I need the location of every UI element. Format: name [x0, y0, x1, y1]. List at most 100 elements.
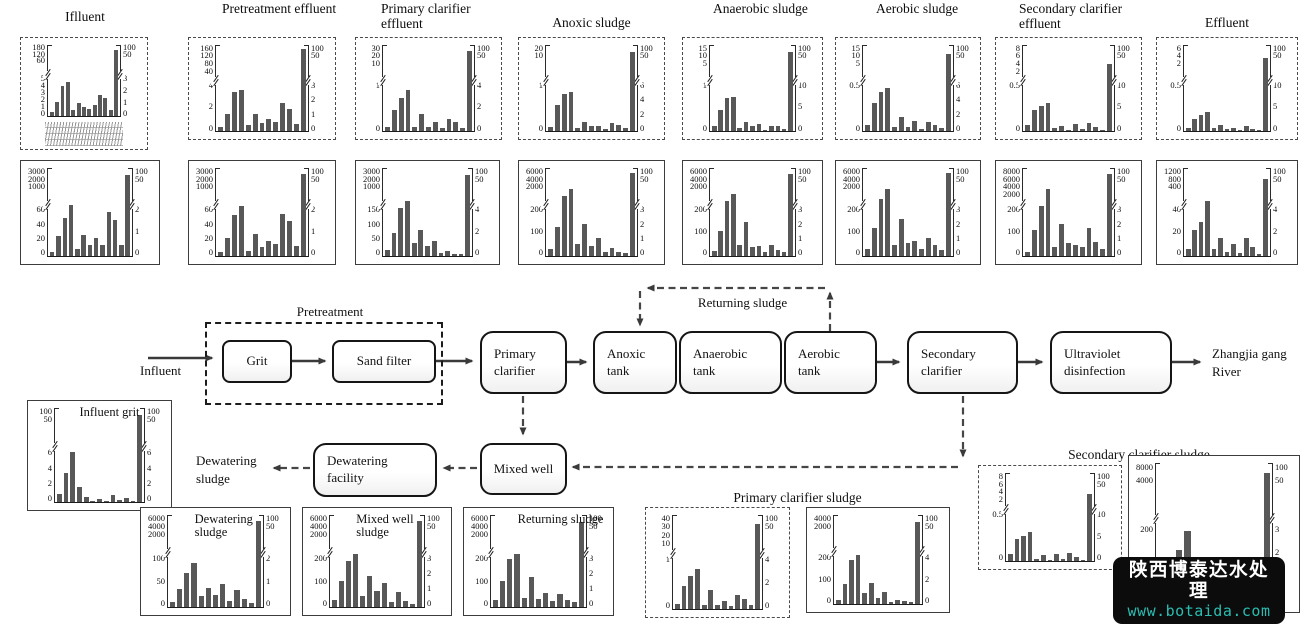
bar: [898, 219, 904, 256]
primary-clarifier-sludge-title: Primary clarifier sludge: [733, 490, 862, 505]
axis-cap: [758, 515, 763, 517]
axis-tick-label: 6000: [310, 512, 327, 523]
axis-tick-label: 6: [998, 478, 1003, 489]
axis-break: [163, 549, 173, 558]
axis-tick-label: 100: [847, 225, 860, 236]
axis-break: [43, 200, 53, 209]
axis-tick-label: 0: [956, 122, 961, 133]
bar: [595, 237, 601, 256]
axis-tick-label: 0: [483, 598, 488, 609]
bar: [1079, 247, 1085, 256]
axis-tick-label: 50: [640, 50, 649, 61]
flow-box-uv-disinfection: Ultraviolet disinfection: [1050, 331, 1172, 394]
axis-tick-label: 20: [1172, 225, 1182, 236]
axis-tick-label: 0: [475, 247, 480, 258]
axis-tick-label: 2000: [28, 173, 45, 184]
axis-tick-label: 100: [956, 165, 969, 176]
bar: [460, 127, 466, 131]
chart-title: Iflluent: [65, 9, 105, 24]
bar: [737, 128, 742, 131]
flow-box-sand-filter: Sand filter: [332, 340, 436, 383]
bar: [259, 123, 265, 131]
axis-tick-label: 10: [798, 80, 807, 91]
bar: [367, 575, 373, 607]
influent-label: Influent: [140, 363, 182, 378]
axis-cap: [1005, 473, 1010, 475]
bar: [238, 205, 244, 256]
axis-cap: [420, 515, 425, 517]
axis-tick-label: 6000: [526, 165, 543, 176]
axis-tick-label: 200: [475, 552, 488, 563]
bar: [561, 196, 567, 256]
axis-break: [668, 549, 678, 558]
bar: [862, 593, 868, 604]
bar: [1256, 130, 1262, 131]
bar: [1218, 124, 1223, 131]
axis-break: [829, 547, 839, 556]
axis-break: [419, 549, 429, 558]
bar-group: [863, 45, 953, 131]
bar: [220, 584, 226, 607]
bar: [418, 230, 424, 256]
bar: [1059, 125, 1065, 131]
bar: [245, 250, 251, 256]
axis-tick-label: 3: [1117, 204, 1122, 215]
axis-tick-label: 6000: [148, 512, 165, 523]
axis-tick-label: 200: [1007, 204, 1020, 215]
bar: [1072, 124, 1078, 131]
bar: [1067, 553, 1073, 561]
bar: [616, 251, 622, 256]
axis-cap: [54, 408, 59, 410]
bar: [87, 244, 93, 256]
axis-tick-label: 10: [1117, 80, 1126, 91]
axis-tick-label: 8: [998, 470, 1003, 481]
axis-tick-label: 5: [702, 57, 707, 68]
axis-tick-label: 2: [956, 218, 961, 229]
bar: [1093, 241, 1099, 256]
bar: [548, 248, 553, 256]
axis-tick-label: 50: [156, 575, 166, 586]
chart-title: Dewatering sludge: [194, 512, 253, 540]
axis-break: [378, 76, 388, 85]
axis-tick-label: 2000: [148, 529, 165, 540]
axis-tick-label: 4000: [814, 512, 831, 523]
axis-tick-label: 160: [200, 42, 213, 53]
bar: [925, 238, 931, 256]
axis-tick-label: 5: [855, 57, 860, 68]
x-axis-labels-illegible: [45, 122, 123, 146]
bar: [1243, 237, 1249, 256]
watermark-url: www.botaida.com: [1127, 601, 1271, 620]
watermark-text: 陕西博泰达水处理: [1128, 560, 1269, 603]
axis-tick-label: 100: [266, 512, 279, 523]
bar: [878, 198, 884, 256]
bar: [218, 126, 223, 131]
bar: [543, 593, 549, 607]
bar: [108, 109, 113, 116]
axis-tick-label: 2: [266, 552, 271, 563]
bar: [762, 130, 768, 131]
bar: [1087, 494, 1092, 561]
axis-tick-label: 0: [123, 107, 128, 118]
bar: [901, 601, 907, 604]
axis-cap: [1183, 168, 1188, 170]
axis-tick-label: 2: [956, 108, 961, 119]
bar: [252, 234, 258, 256]
bar: [57, 494, 62, 502]
bar: [568, 92, 574, 131]
axis-tick-label: 0: [1097, 552, 1102, 563]
axis-tick-label: 4: [47, 462, 52, 473]
axis-tick-label: 50: [956, 50, 965, 61]
bar: [273, 243, 279, 256]
axis-cap: [918, 515, 923, 517]
axis-tick-label: 0.5: [992, 509, 1003, 520]
axis-tick-label: 50: [956, 173, 965, 184]
bar: [287, 220, 293, 256]
bar: [1186, 128, 1191, 131]
axis-tick-label: 2: [1117, 218, 1122, 229]
bar: [1047, 560, 1053, 561]
axis-tick-label: 3: [589, 552, 594, 563]
